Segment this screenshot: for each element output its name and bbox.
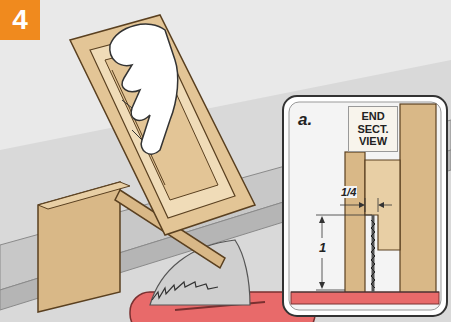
view-title-box: END SECT. VIEW xyxy=(348,106,398,152)
step-number: 4 xyxy=(0,0,40,40)
node-text: 4 xyxy=(4,4,36,36)
node-text: END SECT. VIEW xyxy=(352,110,394,148)
dimension-value: 1/4 xyxy=(340,186,357,198)
dimension-value: 1 xyxy=(318,240,327,255)
view-letter: a. xyxy=(297,110,313,130)
